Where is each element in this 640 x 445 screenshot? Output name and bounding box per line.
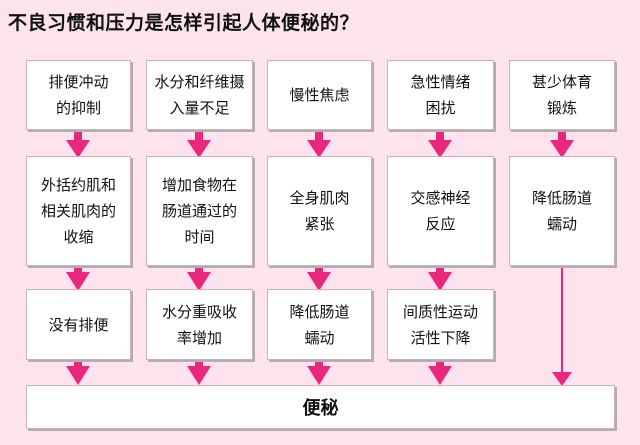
effect1-box-5: 降低肠道 蠕动 <box>509 156 615 266</box>
effect1-box-4: 交感神经 反应 <box>387 156 494 266</box>
diagram-title: 不良习惯和压力是怎样引起人体便秘的？ <box>8 12 360 34</box>
effect1-box-3: 全身肌肉 紧张 <box>267 156 372 266</box>
cause-box-3: 慢性焦虑 <box>267 60 372 130</box>
effect2-box-4: 间质性运动 活性下降 <box>387 289 494 360</box>
effect1-box-1: 外括约肌和 相关肌肉的 收缩 <box>26 156 131 266</box>
cause-box-4: 急性情绪 困扰 <box>387 60 494 130</box>
effect1-box-2: 增加食物在 肠道通过的 时间 <box>146 156 253 266</box>
effect2-box-1: 没有排便 <box>26 289 131 360</box>
cause-box-2: 水分和纤维摄 入量不足 <box>146 60 253 130</box>
effect2-box-2: 水分重吸收 率增加 <box>146 289 253 360</box>
effect2-box-3: 降低肠道 蠕动 <box>267 289 372 360</box>
cause-box-5: 甚少体育 锻炼 <box>509 60 615 130</box>
cause-box-1: 排便冲动 的抑制 <box>26 60 131 130</box>
result-box: 便秘 <box>26 385 615 429</box>
